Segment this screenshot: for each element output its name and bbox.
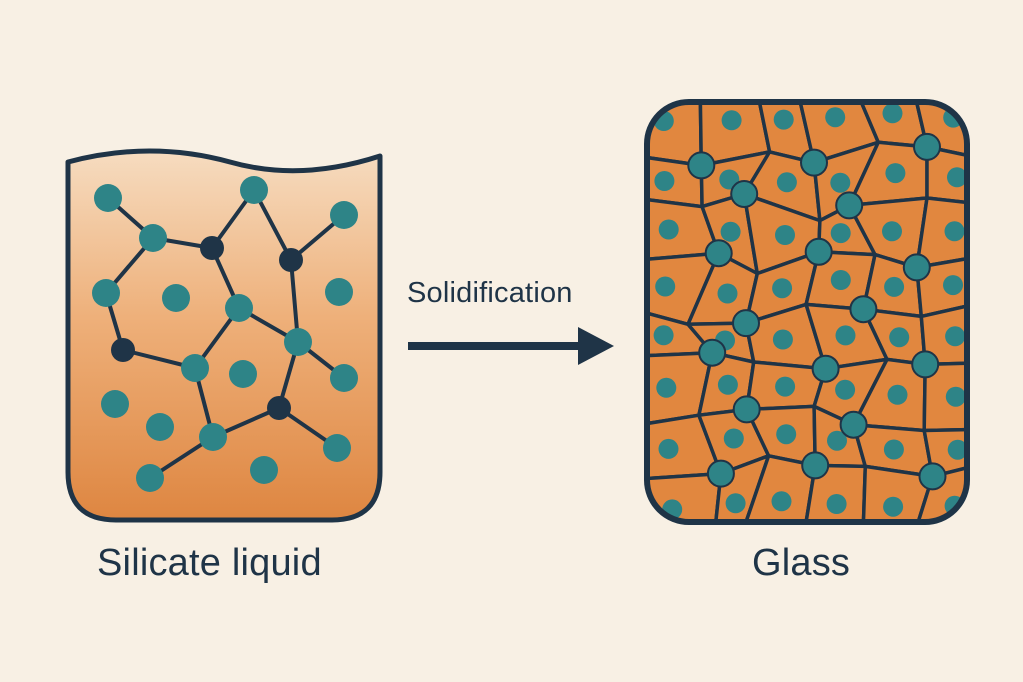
glass-cell-node	[775, 376, 796, 397]
bridging-node	[111, 338, 135, 362]
glass-cell-node	[725, 493, 746, 514]
glass-cell-node	[826, 494, 847, 514]
network-node	[284, 328, 312, 356]
glass-cell-node	[945, 326, 966, 347]
network-node	[323, 434, 351, 462]
glass-cell-node	[830, 270, 851, 290]
network-node	[199, 423, 227, 451]
glass-cell-node	[883, 496, 904, 517]
network-node	[181, 354, 209, 382]
silicate-liquid-beaker	[65, 148, 383, 523]
glass-junction-node	[706, 459, 735, 488]
glass-cell-node	[658, 438, 679, 459]
glass-cell-node	[775, 225, 795, 245]
glass-cell-node	[889, 327, 910, 348]
glass-cell-node	[943, 275, 963, 296]
network-node	[146, 413, 174, 441]
glass-cell-node	[887, 384, 908, 405]
glass-cell-node	[776, 172, 797, 193]
glass-junction-node	[911, 350, 940, 379]
bridging-node	[200, 236, 224, 260]
glass-cell-node	[885, 163, 906, 184]
glass-junction-node	[918, 462, 947, 491]
network-node	[250, 456, 278, 484]
glass-outline	[644, 99, 970, 525]
glass-junction-node	[849, 295, 878, 324]
liquid-network-nodes	[92, 176, 358, 492]
solidification-label: Solidification	[407, 277, 573, 309]
glass-junction-node	[811, 354, 840, 383]
glass-cell-node	[882, 103, 903, 124]
network-node	[92, 279, 120, 307]
glass-cell-node	[655, 276, 676, 297]
glass-junction-node	[804, 237, 833, 266]
glass-cell-node	[944, 221, 965, 242]
glass-block	[644, 99, 970, 525]
glass-cell-node	[653, 325, 674, 346]
glass-cell-node	[772, 278, 793, 299]
glass-cell-node	[771, 491, 792, 512]
glass-cell-node	[658, 219, 679, 240]
silicate-liquid-caption: Silicate liquid	[97, 542, 322, 584]
bridging-node	[267, 396, 291, 420]
glass-junction-node	[687, 151, 716, 180]
glass-cell-node	[721, 110, 742, 131]
glass-junction-node	[732, 309, 760, 338]
glass-cell-node	[825, 107, 846, 128]
glass-cell-node	[772, 329, 793, 350]
glass-cell-node	[945, 386, 966, 407]
glass-junction-node	[800, 148, 828, 177]
glass-cell-node	[717, 283, 738, 304]
glass-cell-node	[830, 172, 851, 193]
glass-cell-node	[947, 439, 967, 460]
glass-cell-node	[656, 377, 677, 398]
glass-cell-node	[882, 221, 902, 242]
glass-junction-node	[902, 253, 931, 282]
network-node	[139, 224, 167, 252]
glass-cell-node	[830, 223, 851, 244]
glass-cell-node	[723, 428, 744, 449]
solidification-arrow	[408, 327, 614, 365]
network-node	[325, 278, 353, 306]
glass-nodes	[653, 103, 967, 520]
glass-junction-node	[704, 239, 733, 268]
glass-junction-node	[698, 338, 727, 367]
network-node	[330, 364, 358, 392]
network-node	[136, 464, 164, 492]
glass-caption: Glass	[752, 542, 851, 584]
network-node	[94, 184, 122, 212]
glass-junction-node	[801, 451, 830, 480]
glass-cell-node	[884, 276, 905, 297]
network-node	[101, 390, 129, 418]
glass-cell-node	[654, 171, 675, 191]
glass-cell-node	[827, 430, 847, 451]
glass-cell-node	[717, 374, 738, 395]
network-node	[229, 360, 257, 388]
glass-junction-node	[913, 132, 941, 161]
network-node	[225, 294, 253, 322]
bridging-node	[279, 248, 303, 272]
network-node	[330, 201, 358, 229]
glass-cell-node	[720, 221, 741, 242]
network-node	[240, 176, 268, 204]
glass-cell-node	[773, 109, 794, 130]
glass-junction-node	[732, 395, 761, 424]
network-node	[162, 284, 190, 312]
glass-junction-node	[730, 180, 759, 208]
glass-junction-node	[839, 410, 868, 439]
arrow-head	[578, 327, 614, 365]
glass-cell-node	[835, 379, 856, 400]
glass-cell-node	[947, 167, 967, 188]
glass-cell-node	[883, 439, 904, 460]
glass-cell-node	[835, 325, 856, 346]
glass-cell-node	[776, 424, 797, 445]
glass-junction-node	[835, 191, 864, 220]
